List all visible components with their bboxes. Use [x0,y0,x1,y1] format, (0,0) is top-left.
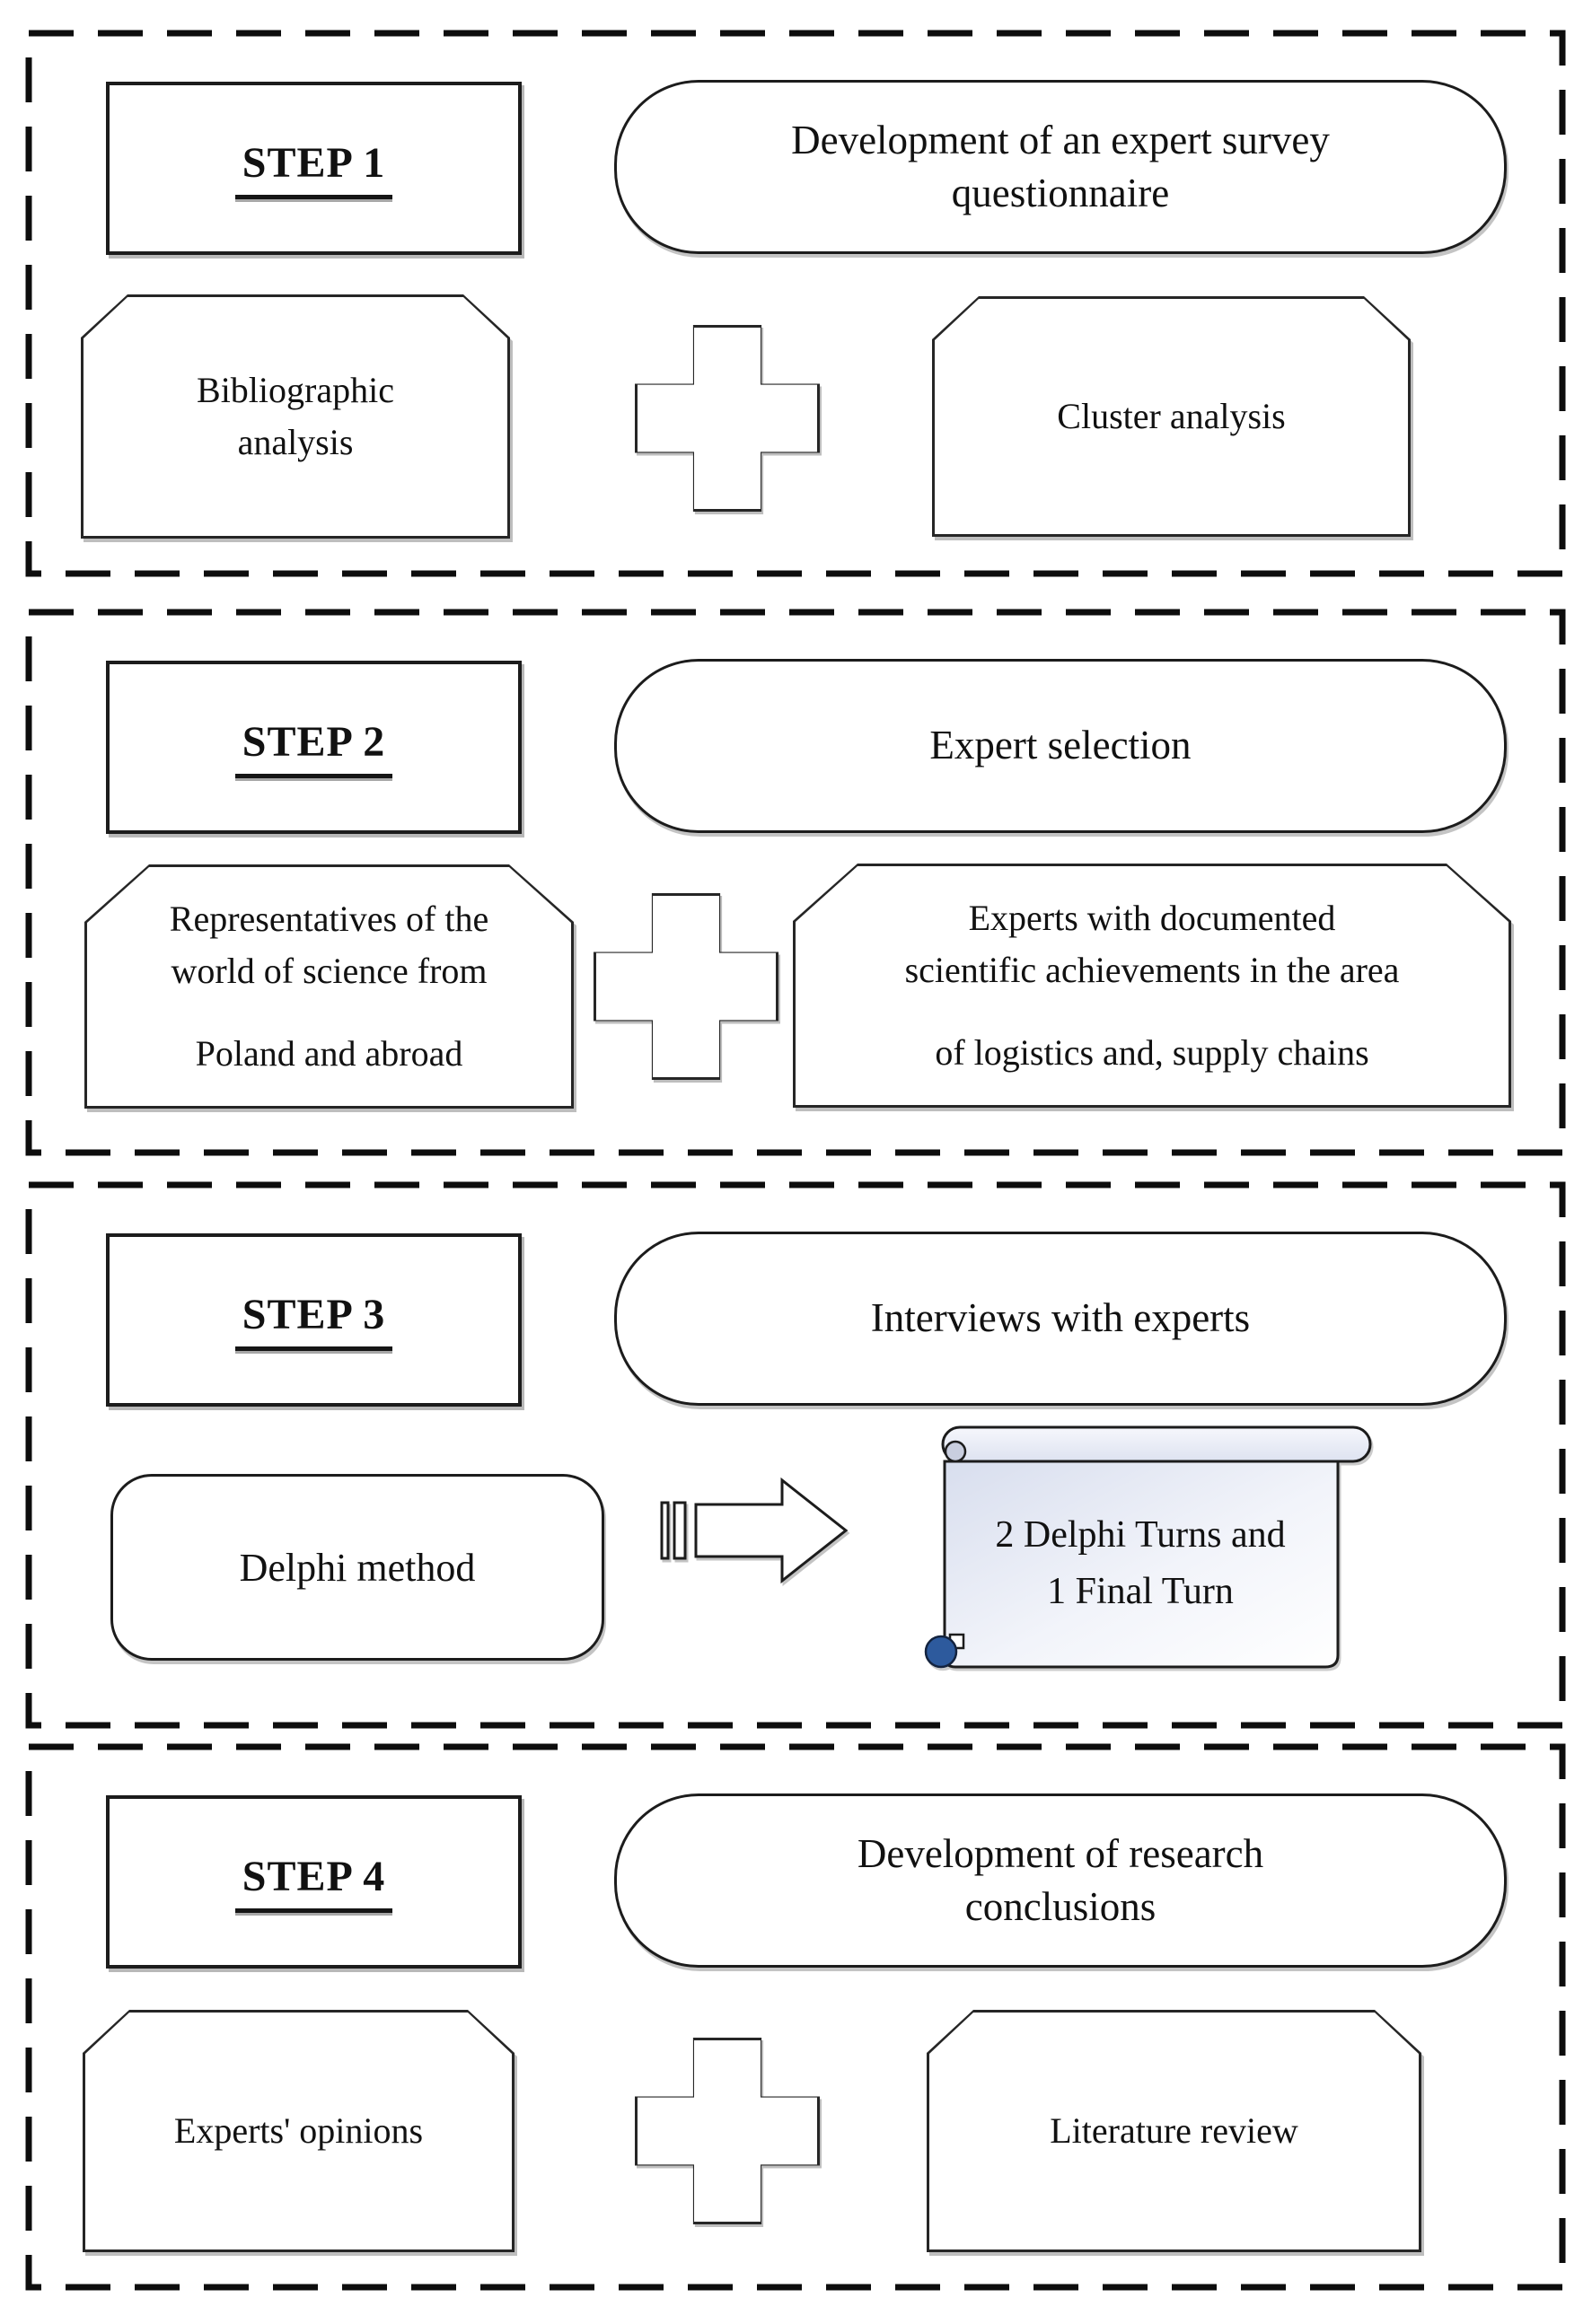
scroll-top-curl [944,1440,967,1463]
card-shape [81,294,510,539]
step4-right-card-text: Literature review [1050,2110,1298,2151]
step1-panel: STEP 1 Development of an expert survey q… [25,30,1566,577]
plus-icon [594,893,778,1080]
step2-title: Expert selection [929,723,1192,768]
step1-left-card: Bibliographic analysis [81,294,510,539]
step1-left-card-text: Bibliographic analysis [197,370,394,462]
step4-title: Development of research conclusions [857,1830,1264,1929]
card-shape [83,2010,515,2252]
step2-right-card-text: Experts with documented scientific achie… [904,898,1400,990]
plus-icon [635,2038,820,2224]
step3-label: STEP 3 [234,1290,393,1351]
step2-title-shape: Expert selection [614,659,1507,833]
scroll-shape: 2 Delphi Turns and 1 Final Turn [919,1421,1375,1687]
step1-title-shape: Development of an expert survey question… [614,80,1507,254]
step1-label: STEP 1 [234,138,393,199]
card-shape [927,2010,1421,2252]
scroll-bottom-curl [924,1635,958,1669]
delphi-method-box: Delphi method [110,1474,604,1661]
striped-arrow-icon [659,1477,849,1584]
step2-right-card-text2: of logistics and, supply chains [935,1032,1369,1073]
step3-panel: STEP 3 Interviews with experts Delphi me… [25,1181,1566,1729]
scroll-text: 2 Delphi Turns and 1 Final Turn [995,1514,1286,1612]
card-shape [793,864,1511,1108]
card-shape [932,296,1411,537]
step4-left-card: Experts' opinions [83,2010,515,2252]
step1-label-box: STEP 1 [106,82,522,255]
card-shape [84,864,574,1109]
step2-left-card-text: Representatives of the world of science … [169,899,489,991]
step4-title-shape: Development of research conclusions [614,1793,1507,1968]
step1-right-card: Cluster analysis [932,296,1411,537]
step3-label-box: STEP 3 [106,1233,522,1407]
step4-panel: STEP 4 Development of research conclusio… [25,1743,1566,2291]
step3-title: Interviews with experts [870,1295,1251,1341]
step2-left-card-text2: Poland and abroad [195,1033,463,1074]
step4-label: STEP 4 [234,1852,393,1913]
step4-left-card-text: Experts' opinions [173,2110,424,2151]
step2-left-card: Representatives of the world of science … [84,864,574,1109]
delphi-method-text: Delphi method [239,1545,476,1590]
step1-title: Development of an expert survey question… [791,117,1330,215]
step4-right-card: Literature review [927,2010,1421,2252]
step2-panel: STEP 2 Expert selection Representatives … [25,609,1566,1156]
step3-title-shape: Interviews with experts [614,1232,1507,1406]
step4-label-box: STEP 4 [106,1795,522,1969]
step2-label: STEP 2 [234,717,393,778]
step1-right-card-text: Cluster analysis [1057,396,1286,436]
plus-icon [635,325,820,512]
step2-label-box: STEP 2 [106,661,522,834]
step2-right-card: Experts with documented scientific achie… [793,864,1511,1108]
